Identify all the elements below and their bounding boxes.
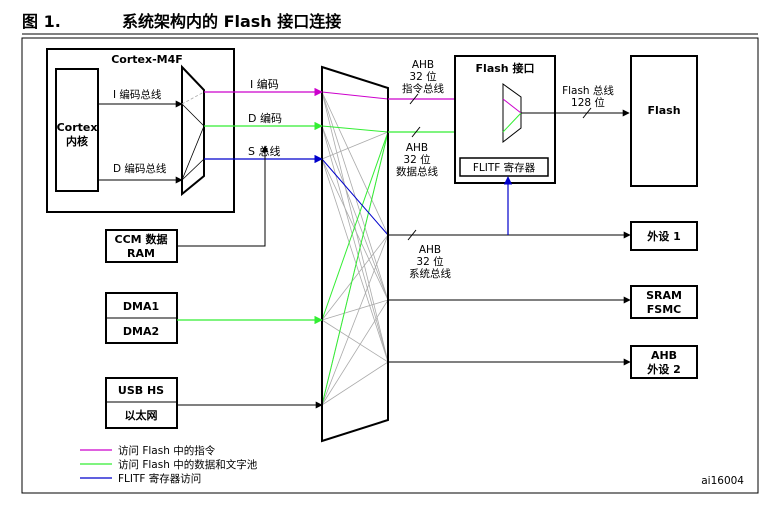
flash-bus-line2: 128 位 [571, 96, 605, 109]
sram-fsmc-box [630, 285, 698, 319]
peripheral1-box [630, 221, 698, 251]
ibus-label: I 编码总线 [113, 88, 162, 101]
cortex-mux-link [181, 91, 205, 105]
bus-width-tick [411, 126, 421, 138]
ahb-peripheral2-line2: 外设 2 [646, 362, 680, 376]
bus-width-tick [407, 229, 417, 241]
cortex-core-line2: 内核 [66, 134, 88, 148]
bus-width-tick [582, 107, 592, 119]
figure-title: 图 1. 系统架构内的 Flash 接口连接 [22, 8, 341, 32]
legend: 访问 Flash 中的指令 访问 Flash 中的数据和文字池 FLITF 寄存… [80, 444, 258, 485]
figure-title-text: 系统架构内的 Flash 接口连接 [122, 12, 342, 31]
dbus-label: D 编码总线 [113, 162, 167, 175]
ahb-peripheral2-line1: AHB [651, 349, 677, 362]
ahb-data-line1: AHB [406, 142, 428, 154]
ccm-ram-box [105, 229, 178, 263]
cortex-mux-link [181, 125, 205, 181]
ahb-sys-line3: 系统总线 [409, 267, 451, 280]
ahb-instr-line3: 指令总线 [402, 82, 444, 95]
s-bus-label: S 总线 [248, 144, 280, 158]
ahb-instr-line1: AHB [412, 59, 434, 71]
legend-data: 访问 Flash 中的数据和文字池 [118, 458, 258, 471]
flash-memory-box [630, 55, 698, 187]
ahb-data-line3: 数据总线 [396, 165, 438, 178]
cortex-core [55, 68, 99, 192]
cortex-mux [181, 64, 205, 197]
ahb-peripheral2-box [630, 345, 698, 379]
ahb-sys-line2: 32 位 [416, 255, 444, 268]
d-code-label: D 编码 [248, 111, 282, 125]
matrix-register-path [321, 158, 389, 236]
dma1-label: DMA1 [123, 300, 159, 313]
bus-width-tick [409, 93, 419, 105]
fsmc-label: FSMC [647, 303, 681, 316]
peripheral1-label: 外设 1 [646, 229, 680, 243]
ccm-ram-line2: RAM [127, 247, 155, 260]
legend-register: FLITF 寄存器访问 [118, 472, 201, 485]
legend-instruction: 访问 Flash 中的指令 [118, 444, 216, 457]
ahb-sys-line1: AHB [419, 244, 441, 256]
matrix-crossbar [321, 91, 389, 406]
usb-hs-label: USB HS [118, 384, 164, 397]
sram-label: SRAM [646, 289, 682, 302]
cortex-core-line1: Cortex [57, 121, 98, 134]
flitf-register-box [459, 157, 549, 177]
ethernet-label: 以太网 [125, 408, 158, 422]
matrix-data-paths [321, 125, 389, 406]
i-code-label: I 编码 [250, 77, 279, 91]
ccm-link [177, 145, 269, 247]
figure-frame [21, 37, 759, 494]
cortex-m4f-label: Cortex-M4F [111, 53, 183, 66]
ahb-data-line2: 32 位 [403, 153, 431, 166]
matrix-instruction-path [321, 91, 389, 100]
flash-memory-label: Flash [647, 104, 680, 117]
figure-id: ai16004 [701, 475, 744, 487]
cortex-mux-link [181, 103, 205, 127]
cortex-mux-link [181, 158, 205, 181]
flash-mux-data-link [502, 112, 522, 133]
flash-interface-title: Flash 接口 [476, 61, 535, 75]
usb-eth-box [105, 377, 178, 429]
figure-number: 图 1. [22, 12, 61, 31]
ccm-ram-line1: CCM 数据 [115, 232, 168, 246]
flitf-register-label: FLITF 寄存器 [473, 161, 536, 174]
flash-bus-line1: Flash 总线 [562, 84, 614, 97]
flash-mux-instr-link [502, 98, 522, 114]
ahb-instr-line2: 32 位 [409, 70, 437, 83]
dma2-label: DMA2 [123, 325, 159, 338]
